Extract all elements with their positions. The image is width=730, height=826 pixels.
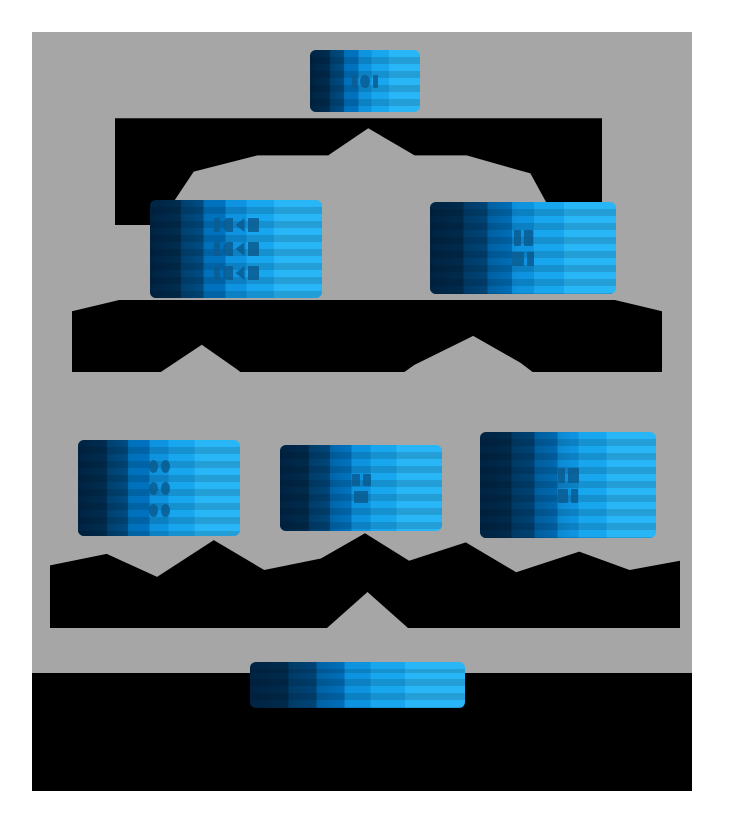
- node-shade: [150, 200, 209, 298]
- glyph: [557, 467, 565, 483]
- node-fill: [250, 662, 465, 673]
- glyph: [148, 503, 158, 517]
- node-detached[interactable]: [250, 662, 465, 673]
- glyph: [235, 266, 245, 280]
- node-root[interactable]: [310, 50, 420, 112]
- node-leaf-3-label: [557, 467, 579, 503]
- node-shade: [78, 440, 134, 536]
- node-banding: [250, 662, 465, 673]
- glyph: [354, 490, 368, 503]
- glyph: [148, 459, 158, 473]
- glyph: [160, 503, 170, 517]
- node-leaf-2-label: [351, 473, 371, 503]
- node-detached-continuation[interactable]: [250, 673, 465, 708]
- glyph: [352, 74, 357, 88]
- glyph: [247, 242, 259, 256]
- glyph: [527, 252, 534, 266]
- glyph: [222, 218, 233, 232]
- glyph: [222, 266, 233, 280]
- node-branch-left-label: [213, 218, 259, 280]
- glyph: [351, 473, 360, 486]
- glyph: [160, 459, 170, 473]
- glyph: [222, 242, 233, 256]
- node-branch-left[interactable]: [150, 200, 322, 298]
- glyph: [362, 473, 371, 486]
- node-branch-right[interactable]: [430, 202, 616, 294]
- glyph: [235, 218, 245, 232]
- glyph: [160, 481, 170, 495]
- node-leaf-1-label: [148, 459, 170, 517]
- node-leaf-3[interactable]: [480, 432, 656, 538]
- glyph: [512, 252, 524, 266]
- glyph: [523, 230, 533, 246]
- node-shade: [480, 432, 572, 538]
- glyph: [213, 218, 220, 232]
- glyph: [513, 230, 521, 246]
- glyph: [213, 242, 220, 256]
- glyph: [558, 488, 568, 503]
- glyph: [148, 481, 158, 495]
- node-branch-right-label: [512, 230, 534, 266]
- glyph: [213, 266, 220, 280]
- node-shade: [310, 50, 348, 112]
- glyph: [247, 266, 259, 280]
- node-shade: [280, 445, 349, 531]
- node-root-label: [352, 74, 378, 88]
- diagram-canvas: [32, 32, 692, 673]
- node-shade: [250, 673, 349, 708]
- glyph: [373, 74, 378, 88]
- glyph: [235, 242, 245, 256]
- node-shade: [430, 202, 520, 294]
- node-leaf-1[interactable]: [78, 440, 240, 536]
- glyph: [247, 218, 259, 232]
- footer-band: [32, 673, 692, 791]
- glyph: [360, 74, 370, 88]
- glyph: [571, 488, 578, 503]
- glyph: [567, 467, 579, 483]
- node-shade: [250, 662, 349, 673]
- node-leaf-2[interactable]: [280, 445, 442, 531]
